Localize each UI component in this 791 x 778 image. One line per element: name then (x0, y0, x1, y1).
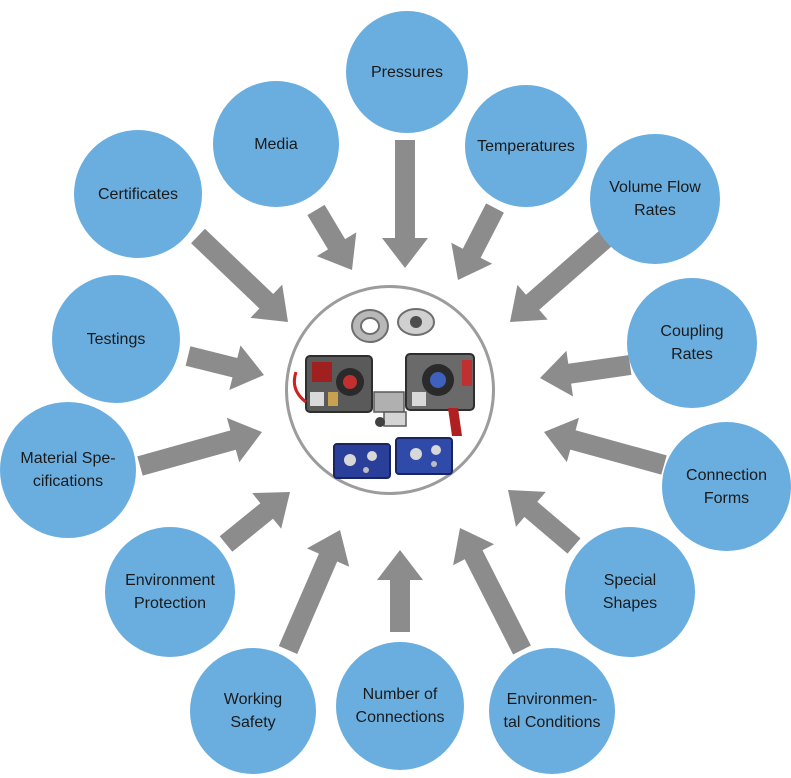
arrow-certificates (191, 228, 288, 322)
node-label: Environment Protection (125, 572, 215, 612)
node-label: Media (254, 135, 298, 153)
node-label: Special Shapes (602, 572, 658, 612)
node-special-shapes: Special Shapes (565, 527, 695, 657)
node-label: Working Safety (223, 691, 283, 731)
node-label: Testings (86, 330, 146, 348)
arrow-volume-flow-rates (510, 230, 613, 322)
node-coupling-rates: Coupling Rates (627, 278, 757, 408)
arrow-testings (185, 345, 264, 390)
left-coupling-block-icon (292, 355, 373, 413)
node-label: Certificates (97, 185, 179, 203)
node-connection-forms: Connection Forms (662, 422, 791, 551)
node-volume-flow-rates: Volume Flow Rates (590, 134, 720, 264)
node-media: Media (213, 81, 339, 207)
node-label: Pressures (370, 63, 444, 81)
node-label: Number of Connections (355, 686, 445, 726)
arrow-pressures (382, 140, 428, 268)
coupling-products-icon (292, 308, 475, 479)
node-label: Temperatures (477, 137, 575, 155)
arrow-number-of-connections (377, 550, 423, 632)
node-label: Coupling Rates (660, 323, 724, 363)
arrow-environment-protection (219, 492, 290, 552)
connector-parts-icon (373, 391, 407, 427)
node-temperatures: Temperatures (465, 85, 587, 207)
node-label: Environmen- tal Conditions (503, 691, 601, 731)
blue-plates-icon (333, 437, 453, 479)
arrow-special-shapes (508, 490, 581, 554)
right-coupling-block-icon (405, 353, 475, 436)
arrow-connection-forms (544, 417, 667, 475)
node-environment-protection: Environment Protection (105, 527, 235, 657)
node-material-specifications: Material Spe- cifications (0, 402, 136, 538)
node-pressures: Pressures (346, 11, 468, 133)
center-circle (285, 285, 495, 495)
node-testings: Testings (52, 275, 180, 403)
node-number-of-connections: Number of Connections (336, 642, 464, 770)
arrow-temperatures (451, 203, 504, 280)
arrow-media (307, 204, 357, 270)
node-label: Material Spe- cifications (20, 450, 116, 490)
node-environmental-conditions: Environmen- tal Conditions (489, 648, 615, 774)
node-label: Connection Forms (686, 466, 767, 507)
node-label: Volume Flow Rates (609, 179, 701, 219)
ring-part-icon (351, 308, 435, 343)
arrow-material-specifications (137, 417, 262, 476)
arrow-environmental-conditions (453, 528, 531, 655)
node-working-safety: Working Safety (190, 648, 316, 774)
node-certificates: Certificates (74, 130, 202, 258)
arrow-working-safety (278, 530, 350, 654)
arrow-coupling-rates (540, 350, 632, 397)
